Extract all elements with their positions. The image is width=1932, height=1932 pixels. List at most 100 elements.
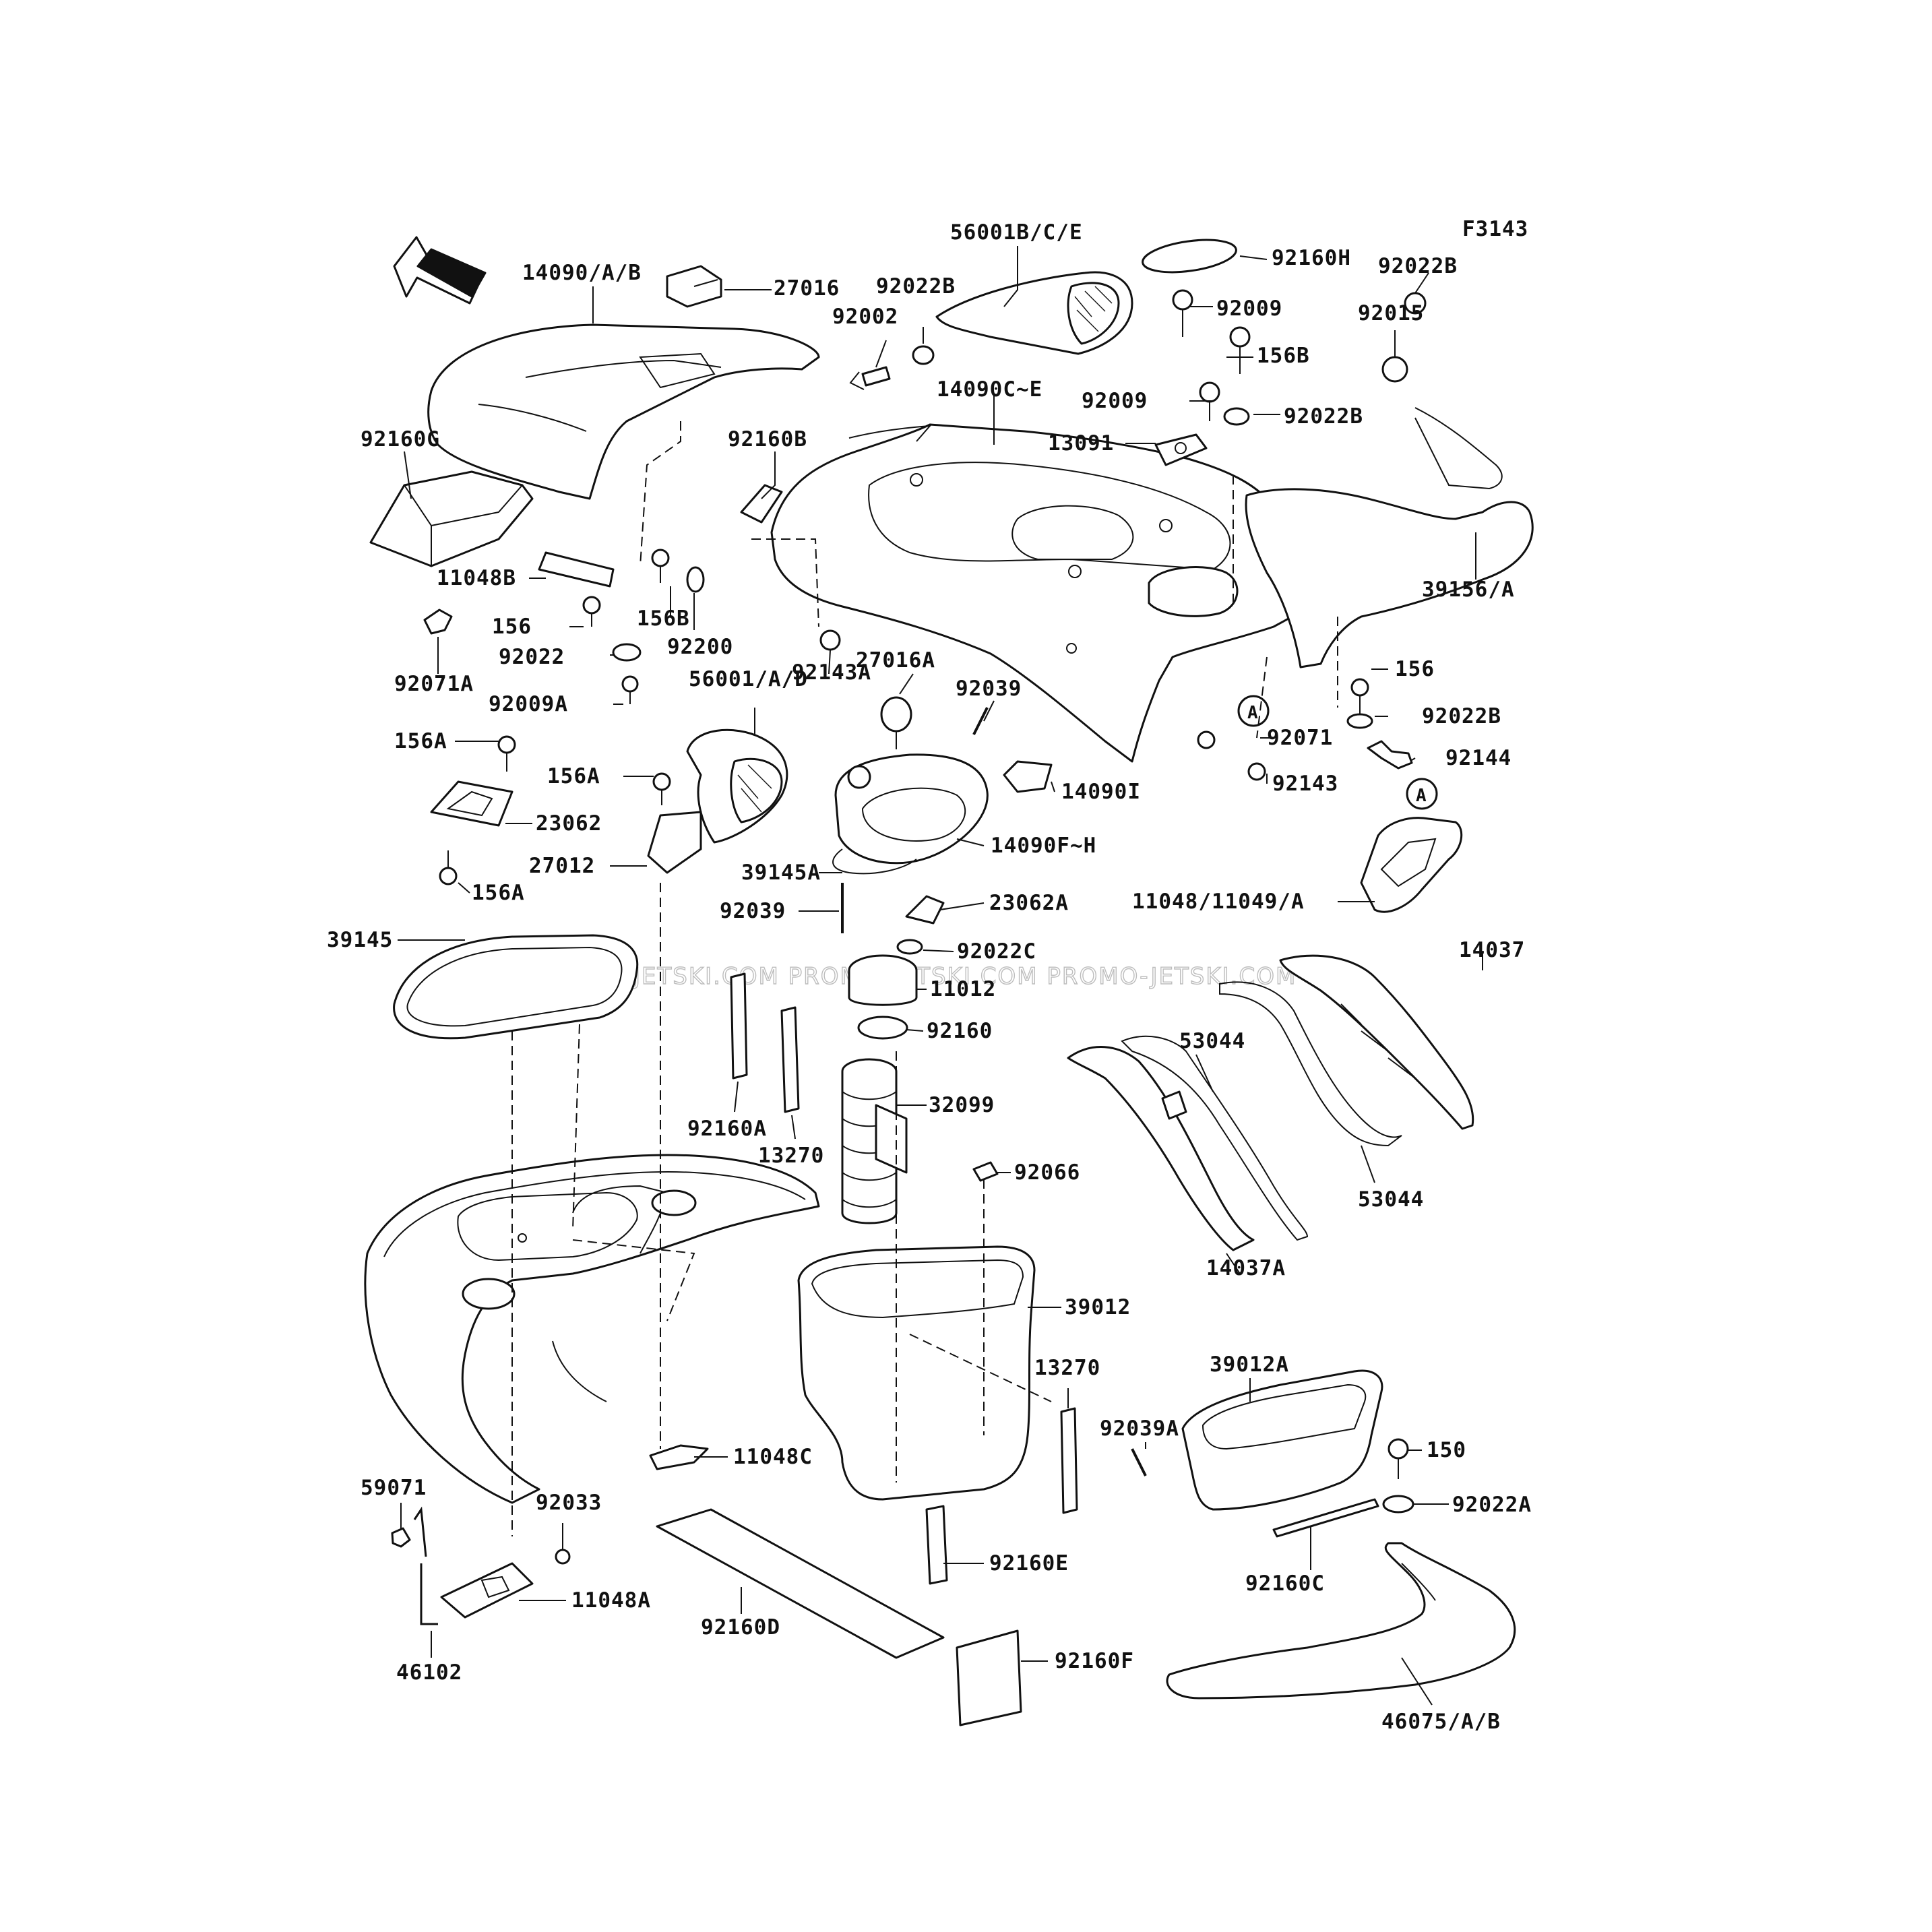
part-labels: 56001B/C/E 92160H 92022B 92022B 14090/A/… xyxy=(327,220,1531,1734)
label-92039-mid: 92039 xyxy=(720,899,786,923)
rails-right xyxy=(1067,954,1474,1251)
sheet-92160d xyxy=(656,1508,945,1659)
label-23062a: 23062A xyxy=(989,891,1069,915)
label-11012: 11012 xyxy=(930,977,996,1001)
label-92039-top: 92039 xyxy=(956,677,1022,701)
label-92160e: 92160E xyxy=(989,1551,1069,1576)
label-11048-11049: 11048/11049/A xyxy=(1132,890,1305,914)
label-92066: 92066 xyxy=(1014,1160,1080,1185)
gasket-39145 xyxy=(393,934,639,1040)
label-13270-a: 13270 xyxy=(758,1144,824,1168)
storage-cover-56001bce xyxy=(935,271,1133,355)
storage-bucket-39012 xyxy=(797,1245,1036,1501)
label-92009-top: 92009 xyxy=(1216,297,1282,321)
label-92160g: 92160G xyxy=(361,427,440,451)
svg-text:A: A xyxy=(1247,703,1259,723)
label-53044-a: 53044 xyxy=(1179,1029,1245,1053)
label-23062: 23062 xyxy=(536,811,602,836)
label-92022b-low: 92022B xyxy=(1422,704,1501,728)
bolt-156a-2 xyxy=(652,772,671,791)
svg-text:A: A xyxy=(1416,786,1427,806)
pad-92160h xyxy=(1142,239,1237,274)
label-13270-b: 13270 xyxy=(1034,1356,1100,1380)
label-27012: 27012 xyxy=(529,854,595,878)
washer-92022a xyxy=(1382,1495,1414,1514)
rod-92039a xyxy=(1131,1448,1147,1476)
label-140901: 14090I xyxy=(1061,780,1141,804)
label-92022c: 92022C xyxy=(957,939,1036,964)
label-92160c: 92160C xyxy=(1245,1571,1325,1596)
latch-23062 xyxy=(430,735,516,885)
label-59071: 59071 xyxy=(361,1476,427,1500)
label-156a-1: 156A xyxy=(394,729,447,753)
label-11048b: 11048B xyxy=(437,566,516,590)
latch-23062a xyxy=(841,883,945,955)
cowling-39156 xyxy=(1245,407,1534,668)
label-92009a: 92009A xyxy=(489,692,568,716)
label-150: 150 xyxy=(1427,1438,1466,1462)
sheet-92160e xyxy=(925,1505,948,1585)
label-92033: 92033 xyxy=(536,1491,602,1515)
label-56001-bce: 56001B/C/E xyxy=(950,220,1083,245)
label-92160: 92160 xyxy=(927,1019,993,1043)
label-92143a: 92143A xyxy=(792,660,871,685)
label-92160f: 92160F xyxy=(1055,1649,1134,1673)
bracket-13091 xyxy=(1154,433,1208,466)
bracket-11048b xyxy=(538,551,615,588)
plate-11048a xyxy=(440,1562,534,1619)
label-13091: 13091 xyxy=(1048,431,1114,456)
strip-92160a xyxy=(730,972,748,1080)
label-46102: 46102 xyxy=(396,1660,462,1685)
label-156b-mid: 156B xyxy=(637,606,690,631)
label-39012: 39012 xyxy=(1065,1295,1131,1319)
label-156a-2: 156A xyxy=(547,764,600,788)
leader-lines xyxy=(398,246,1483,1706)
label-11048a: 11048A xyxy=(571,1588,651,1613)
label-14090f-h: 14090F~H xyxy=(991,834,1096,858)
plate-13270-a xyxy=(780,1006,800,1113)
label-156b-top: 156B xyxy=(1257,344,1310,368)
bolt-150 xyxy=(1388,1438,1409,1460)
tray-39012a xyxy=(1181,1369,1383,1511)
hatch-lid-14090f-h xyxy=(832,696,989,875)
label-14037: 14037 xyxy=(1459,938,1525,962)
cap-11012 xyxy=(848,954,918,1040)
ref-circle-a-1: A xyxy=(1237,695,1270,727)
label-39156-a: 39156/A xyxy=(1422,578,1515,602)
rod-92039-top xyxy=(972,707,989,735)
label-39145: 39145 xyxy=(327,928,393,952)
bolts-left xyxy=(582,549,841,704)
label-92143: 92143 xyxy=(1272,772,1338,796)
clip-92071a xyxy=(423,609,453,635)
assembly-dash-lines xyxy=(511,421,1338,1536)
ref-circle-a-2: A xyxy=(1406,778,1438,810)
label-39012a: 39012A xyxy=(1210,1352,1289,1377)
label-32099: 32099 xyxy=(929,1093,995,1117)
figure-code: F3143 xyxy=(1462,217,1528,241)
label-92160a: 92160A xyxy=(687,1117,767,1141)
sheet-92160f xyxy=(956,1629,1022,1726)
label-92160b: 92160B xyxy=(728,427,807,451)
label-92039a: 92039A xyxy=(1100,1416,1179,1441)
label-27016: 27016 xyxy=(774,276,840,301)
label-92200: 92200 xyxy=(667,635,733,659)
front-arrow: FRONT xyxy=(393,236,487,330)
hardware-top xyxy=(849,289,1427,426)
handle-46075 xyxy=(1166,1542,1516,1700)
label-156a-3: 156A xyxy=(472,881,525,905)
label-14090-ab: 14090/A/B xyxy=(522,261,642,285)
label-92022b-top: 92022B xyxy=(876,274,956,299)
label-53044-b: 53044 xyxy=(1358,1187,1424,1212)
label-92160d: 92160D xyxy=(701,1615,780,1640)
label-39145a: 39145A xyxy=(741,861,821,885)
label-92071: 92071 xyxy=(1267,726,1333,750)
label-92022b-right: 92022B xyxy=(1378,254,1458,278)
deck-14090c-e xyxy=(770,423,1312,763)
label-92009-mid: 92009 xyxy=(1082,389,1148,413)
label-11048c: 11048C xyxy=(733,1445,813,1469)
cap-92066 xyxy=(972,1161,999,1182)
liner-92160g xyxy=(369,470,534,567)
label-92002: 92002 xyxy=(832,305,898,329)
hull-shell xyxy=(364,1154,820,1504)
